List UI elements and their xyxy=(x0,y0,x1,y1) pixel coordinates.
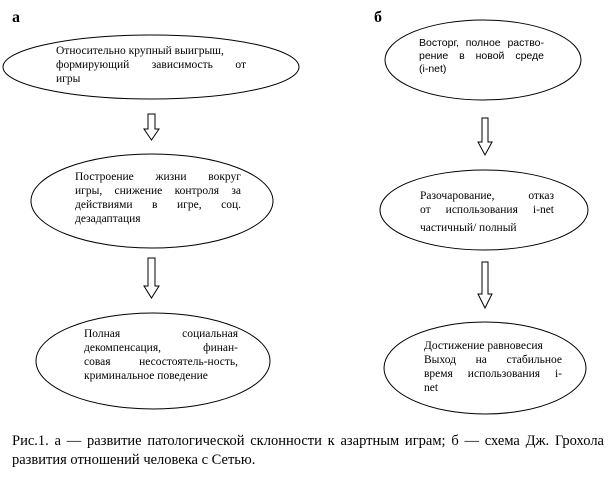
node-b1-line: рение в новой среде xyxy=(419,50,544,62)
node-b1-text: Восторг, полное раство- рение в новой ср… xyxy=(419,37,544,76)
node-a3-line: криминальное поведение xyxy=(84,370,208,382)
node-b3-line: Достижение равновесия xyxy=(424,340,543,352)
node-a3-line: Полная социальная xyxy=(84,328,238,340)
node-a1-line: формирующий зависимость от xyxy=(56,59,246,71)
node-b2-line: Разочарование, отказ xyxy=(420,190,554,202)
node-a3-line: декомпенсация, финан- xyxy=(84,342,238,354)
node-a3-text: Полная социальная декомпенсация, финан- … xyxy=(84,327,238,383)
node-b3-line: время использования i- xyxy=(424,368,562,380)
node-b2-line: частичный/ полный xyxy=(420,222,517,234)
node-a3-line: совая несостоятель-ность, xyxy=(84,356,238,368)
node-b1-line: Восторг, полное раство- xyxy=(419,37,544,49)
node-b1-line: (i-net) xyxy=(419,63,447,75)
arrow-b1-b2 xyxy=(477,117,493,157)
node-a2-line: действиями в игре, соц. xyxy=(75,199,241,211)
node-a2-ellipse xyxy=(30,153,274,249)
node-a1-text: Относительно крупный выигрыш, формирующи… xyxy=(56,44,246,86)
node-b2-text: Разочарование, отказ от использования i-… xyxy=(420,189,554,235)
panel-b-label: б xyxy=(374,9,382,26)
node-b2-line: от использования i-net xyxy=(420,204,554,216)
node-a2-text: Построение жизни вокруг игры, снижение к… xyxy=(75,170,241,226)
node-b3-ellipse xyxy=(383,321,587,415)
node-b1-ellipse xyxy=(384,19,582,101)
arrow-a2-a3 xyxy=(143,257,160,299)
node-a1-line: Относительно крупный выигрыш, xyxy=(56,45,224,57)
node-b2-ellipse xyxy=(379,169,589,251)
node-a1-ellipse xyxy=(2,34,300,100)
arrow-b2-b3 xyxy=(477,261,493,310)
node-a2-line: дезадаптация xyxy=(75,213,141,225)
node-a2-line: Построение жизни вокруг xyxy=(75,171,241,183)
panel-a-label: а xyxy=(12,9,20,26)
node-b3-line: net xyxy=(424,382,439,394)
arrow-a1-a2 xyxy=(143,113,160,141)
node-a1-line: игры xyxy=(56,73,81,85)
node-b3-line: Выход на стабильное xyxy=(424,354,562,366)
node-a2-line: игры, снижение контроля за xyxy=(75,185,241,197)
node-a3-ellipse xyxy=(35,312,271,410)
figure-caption: Рис.1. а — развитие патологической склон… xyxy=(12,433,604,468)
node-b3-text: Достижение равновесия Выход на стабильно… xyxy=(424,339,562,395)
